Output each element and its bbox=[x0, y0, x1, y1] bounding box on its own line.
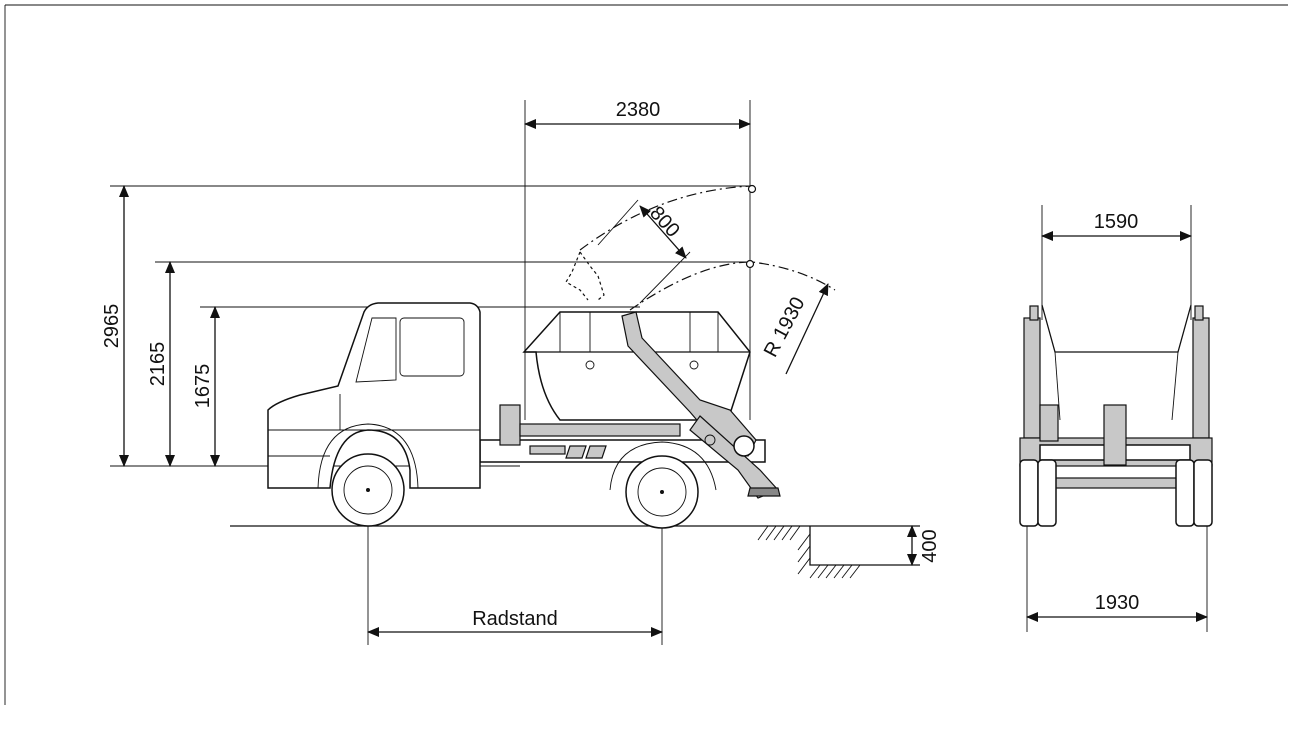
dimension-width-top: 2380 bbox=[524, 99, 751, 129]
dimension-rear-width-top-label: 1590 bbox=[1094, 211, 1139, 233]
ground-line bbox=[230, 525, 920, 579]
arm-alternate-position bbox=[565, 251, 605, 301]
dimension-height-mid: 2165 bbox=[147, 261, 175, 467]
dimension-width-top-label: 2380 bbox=[616, 99, 661, 121]
lift-arcs bbox=[579, 184, 836, 311]
dimension-height-max-label: 2965 bbox=[101, 304, 123, 349]
dimension-height-low-label: 1675 bbox=[192, 364, 214, 409]
dimension-pit-depth-label: 400 bbox=[919, 529, 941, 562]
dimension-pit-depth: 400 bbox=[907, 525, 941, 566]
dimension-rear-width-bottom-label: 1930 bbox=[1095, 592, 1140, 614]
truck-rear-view: 1590 1930 bbox=[1019, 211, 1213, 622]
dimension-height-max: 2965 bbox=[101, 185, 129, 467]
dimension-radius: R 1930 bbox=[760, 283, 829, 375]
dimension-height-low: 1675 bbox=[192, 306, 220, 467]
dimension-radius-label: R 1930 bbox=[760, 294, 810, 361]
dimension-wheelbase-label: Radstand bbox=[472, 608, 558, 630]
dimension-height-mid-label: 2165 bbox=[147, 342, 169, 387]
drawing-frame bbox=[4, 4, 1288, 705]
truck-side-view: Radstand bbox=[267, 302, 781, 637]
dimension-arm-length: 800 bbox=[597, 199, 691, 304]
